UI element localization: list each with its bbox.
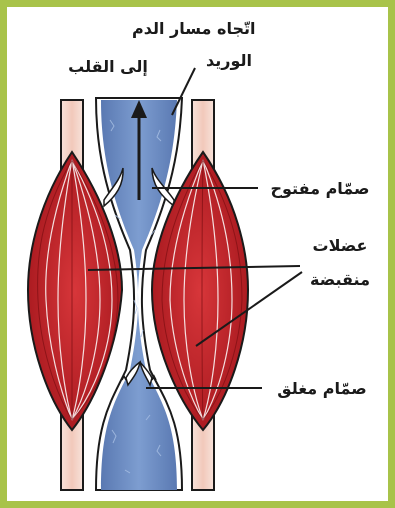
label-muscles-line2: منقبضة <box>310 270 370 289</box>
label-to-heart: إلى القلب <box>68 57 148 76</box>
label-vein: الوريد <box>206 51 252 70</box>
label-flow-direction: اتّجاه مسار الدم <box>132 19 255 38</box>
label-open-valve: صمّام مفتوح <box>270 179 369 198</box>
label-muscles-line1: عضلات <box>313 236 368 255</box>
label-closed-valve: صمّام مغلق <box>277 379 366 398</box>
